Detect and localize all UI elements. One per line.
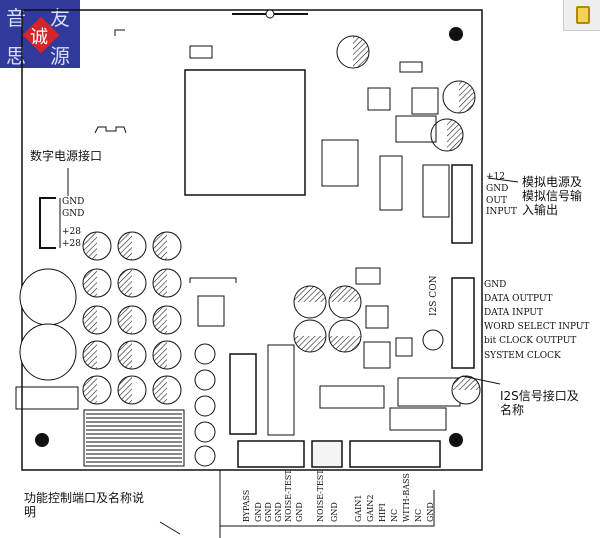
control-connector-left [237,440,305,468]
control-pin: WITH-BASS [402,473,411,522]
i2s-pin: DATA OUTPUT [484,294,553,304]
digital-pin: +28 [62,239,81,249]
i2s-connector-label: I2S CON [429,275,439,316]
control-pin: GND [426,502,435,522]
control-label-1: 功能控制端口及名称说 [24,491,145,505]
control-pin: NOISE-TEST [284,469,293,522]
analog-pin: +12 [486,172,505,182]
capacitor-array [82,231,182,405]
board-outline [21,9,483,471]
digital-pin: GND [62,209,85,219]
control-pin: GND [274,502,283,522]
i2s-pin: WORD SELECT INPUT [484,322,590,332]
logo-char-4: 源 [50,44,70,68]
control-pin: NOISE-TEST [316,469,325,522]
mounting-hole [35,433,49,447]
control-pin: GAIN1 [354,494,363,522]
logo-char-3: 思 [6,44,26,68]
logo-char-1: 音 [6,6,26,30]
mounting-hole [449,27,463,41]
analog-power-label-1: 模拟电源及 [522,175,583,189]
control-pin: GAIN2 [366,494,375,522]
i2s-label-1: I2S信号接口及 [500,389,579,403]
brand-logo: 音 友 思 源 诚 [0,0,80,68]
control-pin: BYPASS [242,489,251,522]
heatsink [83,409,185,467]
control-connector-right [349,440,441,468]
i2s-pin: SYSTEM CLOCK [484,351,561,361]
analog-pin: INPUT [486,207,517,217]
control-label-2: 明 [24,505,37,519]
i2s-pin: DATA INPUT [484,308,544,318]
control-pin: GND [254,502,263,522]
i2s-pin: bit CLOCK OUTPUT [484,336,577,346]
digital-power-label: 数字电源接口 [30,149,103,163]
analog-power-label-3: 入输出 [522,203,559,217]
control-pin: NC [414,508,423,522]
i2s-label-2: 名称 [500,403,525,417]
control-pin: GND [295,502,304,522]
mounting-hole [449,433,463,447]
analog-power-label-2: 模拟信号输 [522,189,583,203]
main-ic [184,69,306,196]
diode-column [194,343,216,467]
corner-widget [563,0,600,31]
control-pin: HIFI [378,503,387,522]
logo-char-2: 友 [50,6,70,30]
control-connector-mid [311,440,343,468]
analog-pin: OUT [486,196,507,206]
logo-center-char: 诚 [30,27,48,48]
control-pin: GND [330,502,339,522]
control-pin: NC [390,508,399,522]
control-pin: GND [264,502,273,522]
digital-pin: GND [62,197,85,207]
i2s-pin: GND [484,280,507,290]
lock-icon [576,6,590,24]
digital-pin: +28 [62,227,81,237]
analog-pin: GND [486,184,509,194]
